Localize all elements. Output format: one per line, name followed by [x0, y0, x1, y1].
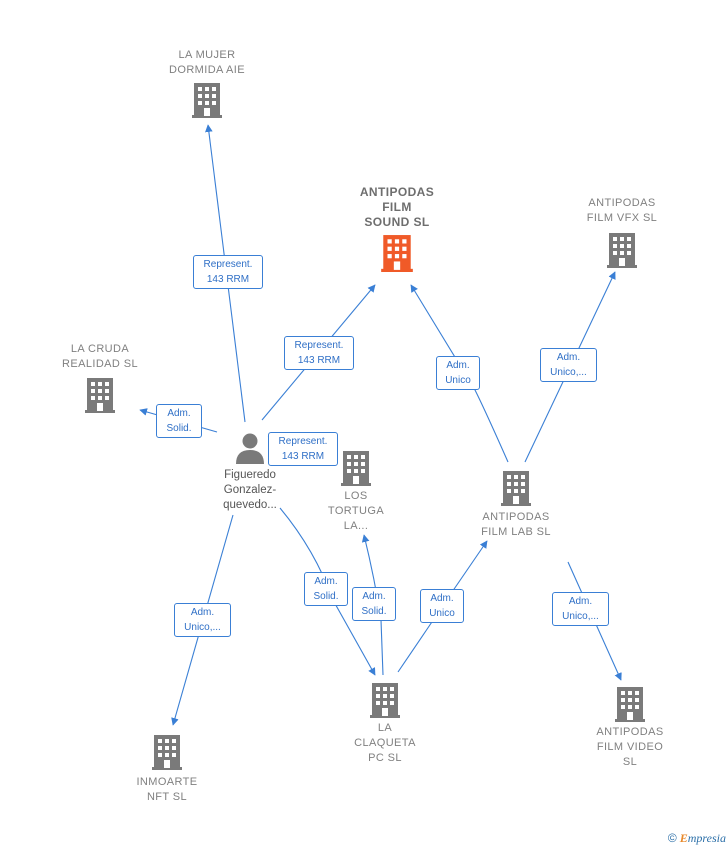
edge-label-adm-unico-vfx[interactable]: Adm. Unico,... — [540, 348, 597, 382]
node-antipodas-film-lab[interactable]: ANTIPODAS FILM LAB SL — [456, 470, 576, 540]
building-icon — [501, 471, 531, 506]
node-label: Figueredo Gonzalez- quevedo... — [223, 469, 277, 511]
empresia-logo: © Empresia — [668, 831, 726, 846]
building-icon — [341, 451, 371, 486]
node-label: LOS TORTUGA LA... — [327, 490, 385, 532]
building-icon — [152, 735, 182, 770]
node-person-figueredo[interactable]: Figueredo Gonzalez- quevedo... — [200, 432, 300, 513]
edge-lab-sound — [410, 284, 509, 463]
building-icon — [607, 233, 637, 268]
node-antipodas-film-vfx[interactable]: ANTIPODAS FILM VFX SL — [563, 196, 681, 268]
building-icon — [381, 235, 413, 272]
building-icon — [370, 683, 400, 718]
building-icon — [192, 83, 222, 118]
building-icon — [85, 378, 115, 413]
node-label: ANTIPODAS FILM SOUND SL — [359, 185, 435, 229]
copyright-icon: © — [667, 831, 677, 845]
building-icon — [615, 687, 645, 722]
edge-label-represent-sound[interactable]: Represent. 143 RRM — [284, 336, 354, 370]
person-icon — [236, 433, 264, 464]
node-label: ANTIPODAS FILM VIDEO SL — [596, 726, 664, 768]
node-la-cruda-realidad[interactable]: LA CRUDA REALIDAD SL — [40, 342, 160, 413]
node-label: LA CLAQUETA PC SL — [354, 722, 416, 764]
edge-label-represent-mujer[interactable]: Represent. 143 RRM — [193, 255, 263, 289]
node-label: ANTIPODAS FILM LAB SL — [481, 511, 551, 538]
edge-label-adm-unico-lab[interactable]: Adm. Unico — [420, 589, 464, 623]
node-antipodas-film-sound[interactable]: ANTIPODAS FILM SOUND SL — [337, 185, 457, 272]
node-label: INMOARTE NFT SL — [136, 776, 198, 803]
edge-label-adm-unico-inmoarte[interactable]: Adm. Unico,... — [174, 603, 231, 637]
node-los-tortuga[interactable]: LOS TORTUGA LA... — [316, 450, 396, 534]
node-label: LA CRUDA REALIDAD SL — [62, 343, 138, 370]
brand-rest: mpresia — [687, 831, 726, 845]
edge-label-represent-tortuga[interactable]: Represent. 143 RRM — [268, 432, 338, 466]
edge-label-adm-solid-claqueta[interactable]: Adm. Solid. — [304, 572, 348, 606]
node-la-claqueta[interactable]: LA CLAQUETA PC SL — [340, 682, 430, 766]
node-label: LA MUJER DORMIDA AIE — [169, 49, 245, 76]
node-inmoarte-nft[interactable]: INMOARTE NFT SL — [112, 734, 222, 805]
edge-label-adm-solid-cruda[interactable]: Adm. Solid. — [156, 404, 202, 438]
edge-label-adm-unico-sound[interactable]: Adm. Unico — [436, 356, 480, 390]
node-antipodas-film-video[interactable]: ANTIPODAS FILM VIDEO SL — [575, 686, 685, 770]
edge-label-adm-unico-video[interactable]: Adm. Unico,... — [552, 592, 609, 626]
edge-label-adm-solid-tortuga[interactable]: Adm. Solid. — [352, 587, 396, 621]
node-la-mujer-dormida[interactable]: LA MUJER DORMIDA AIE — [146, 48, 268, 118]
brand-first-letter: E — [679, 831, 688, 845]
node-label: ANTIPODAS FILM VFX SL — [586, 197, 658, 224]
